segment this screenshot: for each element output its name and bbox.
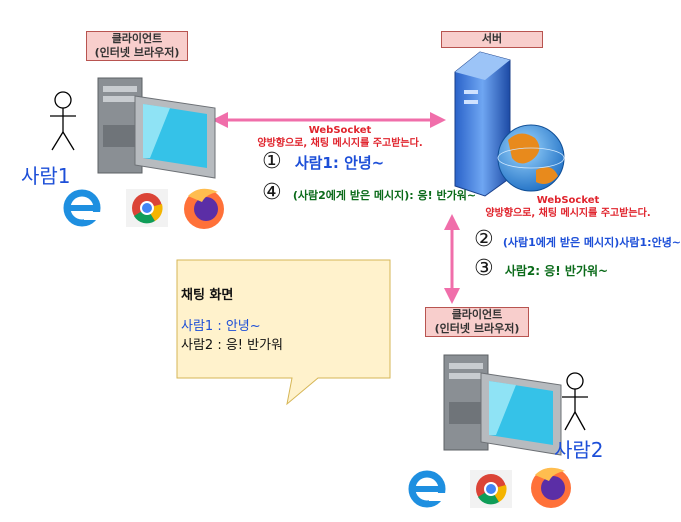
client1-label: 클라이언트 (인터넷 브라우저) xyxy=(86,31,188,61)
step-2-text: (사람1에게 받은 메시지)사람1:안녕~ xyxy=(502,236,681,249)
globe-icon xyxy=(497,124,565,192)
websocket-top-desc: 양방향으로, 채팅 메시지를 주고받는다. xyxy=(257,138,423,149)
websocket-right-title: WebSocket xyxy=(536,195,600,206)
person2-name: 사람2 xyxy=(554,438,604,462)
step-1: ① 사람1: 안녕~ xyxy=(262,149,384,174)
chrome-icon xyxy=(126,189,168,227)
server-label: 서버 xyxy=(441,31,543,48)
websocket-right-desc: 양방향으로, 채팅 메시지를 주고받는다. xyxy=(485,208,651,219)
step-3: ③ 사람2: 응! 반가워~ xyxy=(474,256,608,281)
websocket-arrow-horizontal xyxy=(212,112,446,128)
internet-explorer-icon xyxy=(63,189,101,227)
websocket-top-label: WebSocket 양방향으로, 채팅 메시지를 주고받는다. xyxy=(240,124,440,150)
client1-label-line2: (인터넷 브라우저) xyxy=(94,46,180,59)
person2-icon xyxy=(562,372,588,431)
person1-name: 사람1 xyxy=(21,164,71,188)
websocket-right-label: WebSocket 양방향으로, 채팅 메시지를 주고받는다. xyxy=(468,194,668,220)
step-4-text: (사람2에게 받은 메시지): 응! 반가워~ xyxy=(292,189,477,202)
computer1-icon xyxy=(97,77,216,179)
firefox-icon xyxy=(184,188,224,229)
server-icon xyxy=(454,51,511,197)
chat-note-line2: 사람2 : 응! 반가워 xyxy=(181,338,284,353)
step-4: ④ (사람2에게 받은 메시지): 응! 반가워~ xyxy=(262,180,476,205)
chat-note-line1: 사람1 : 안녕~ xyxy=(181,319,261,334)
step-1-number: ① xyxy=(262,149,282,174)
step-2-number: ② xyxy=(474,227,494,252)
firefox-icon xyxy=(531,467,571,508)
client2-label: 클라이언트 (인터넷 브라우저) xyxy=(425,307,529,337)
chat-note: 채팅 화면 사람1 : 안녕~ 사람2 : 응! 반가워 xyxy=(181,286,381,355)
step-4-number: ④ xyxy=(262,180,282,205)
internet-explorer-icon xyxy=(408,470,446,508)
client2-label-line2: (인터넷 브라우저) xyxy=(434,322,520,335)
client1-label-line1: 클라이언트 xyxy=(111,32,163,45)
websocket-arrow-vertical xyxy=(444,214,460,304)
client2-label-line1: 클라이언트 xyxy=(451,308,503,321)
server-label-text: 서버 xyxy=(481,32,503,45)
person1-icon xyxy=(50,91,76,151)
step-1-text: 사람1: 안녕~ xyxy=(294,154,385,172)
step-2: ② (사람1에게 받은 메시지)사람1:안녕~ xyxy=(474,227,681,252)
step-3-number: ③ xyxy=(474,256,494,281)
websocket-top-title: WebSocket xyxy=(308,125,372,136)
chat-note-shape xyxy=(176,259,391,406)
step-3-text: 사람2: 응! 반가워~ xyxy=(504,264,609,278)
chrome-icon xyxy=(470,470,512,508)
computer2-icon xyxy=(443,354,562,456)
chat-note-title: 채팅 화면 xyxy=(181,288,234,303)
